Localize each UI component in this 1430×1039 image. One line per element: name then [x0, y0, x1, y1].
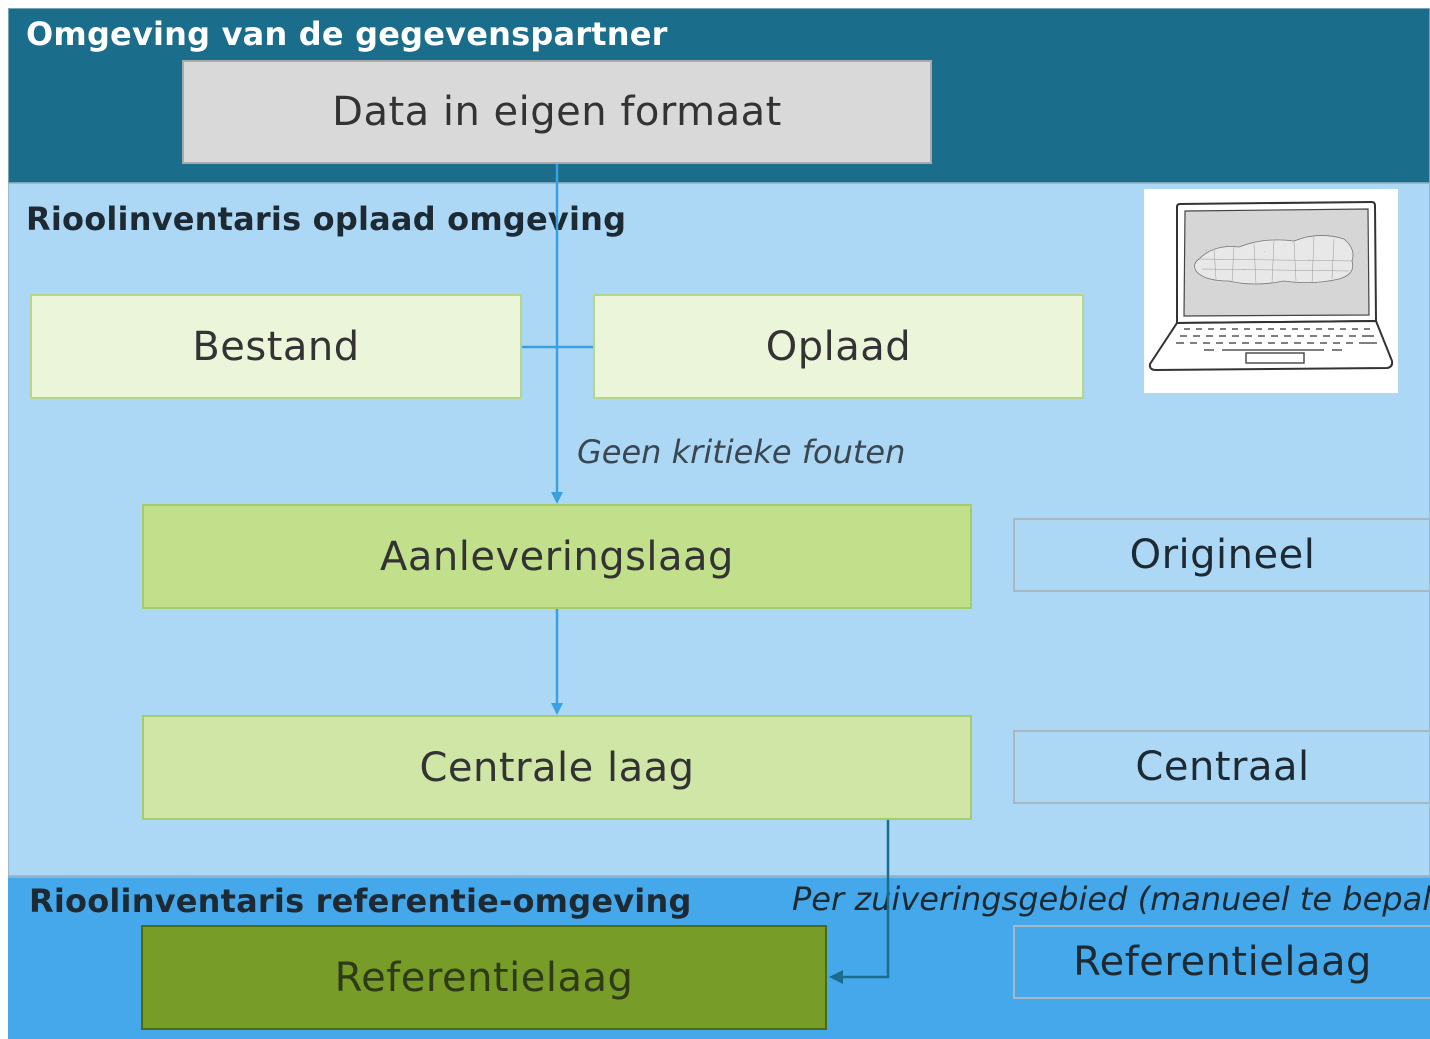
aanleveringslaag-box: Aanleveringslaag: [142, 504, 972, 609]
referentielaag-tag: Referentielaag: [1013, 925, 1430, 999]
origineel-tag: Origineel: [1013, 518, 1430, 592]
svg-text:·: ·: [1309, 257, 1310, 262]
oplaad-zone-title: Rioolinventaris oplaad omgeving: [26, 200, 627, 238]
svg-text:·: ·: [1244, 267, 1245, 272]
centraal-tag: Centraal: [1013, 730, 1430, 804]
centrale-laag-box: Centrale laag: [142, 715, 972, 820]
svg-text:·: ·: [1226, 243, 1227, 248]
laptop-map-icon: · · · · · ·: [1144, 189, 1398, 393]
svg-text:·: ·: [1206, 248, 1207, 253]
referentielaag-box: Referentielaag: [141, 925, 827, 1030]
svg-text:·: ·: [1284, 243, 1285, 248]
referentie-zone-title: Rioolinventaris referentie-omgeving: [29, 882, 692, 920]
geen-kritieke-fouten-note: Geen kritieke fouten: [577, 433, 906, 471]
partner-zone-title: Omgeving van de gegevenspartner: [26, 15, 668, 53]
bestand-box: Bestand: [30, 294, 522, 399]
oplaad-box: Oplaad: [593, 294, 1084, 399]
per-zuiveringsgebied-note: Per zuiveringsgebied (manueel te bepalen…: [792, 880, 1430, 918]
svg-text:·: ·: [1264, 249, 1265, 254]
data-eigen-formaat-box: Data in eigen formaat: [182, 60, 932, 164]
